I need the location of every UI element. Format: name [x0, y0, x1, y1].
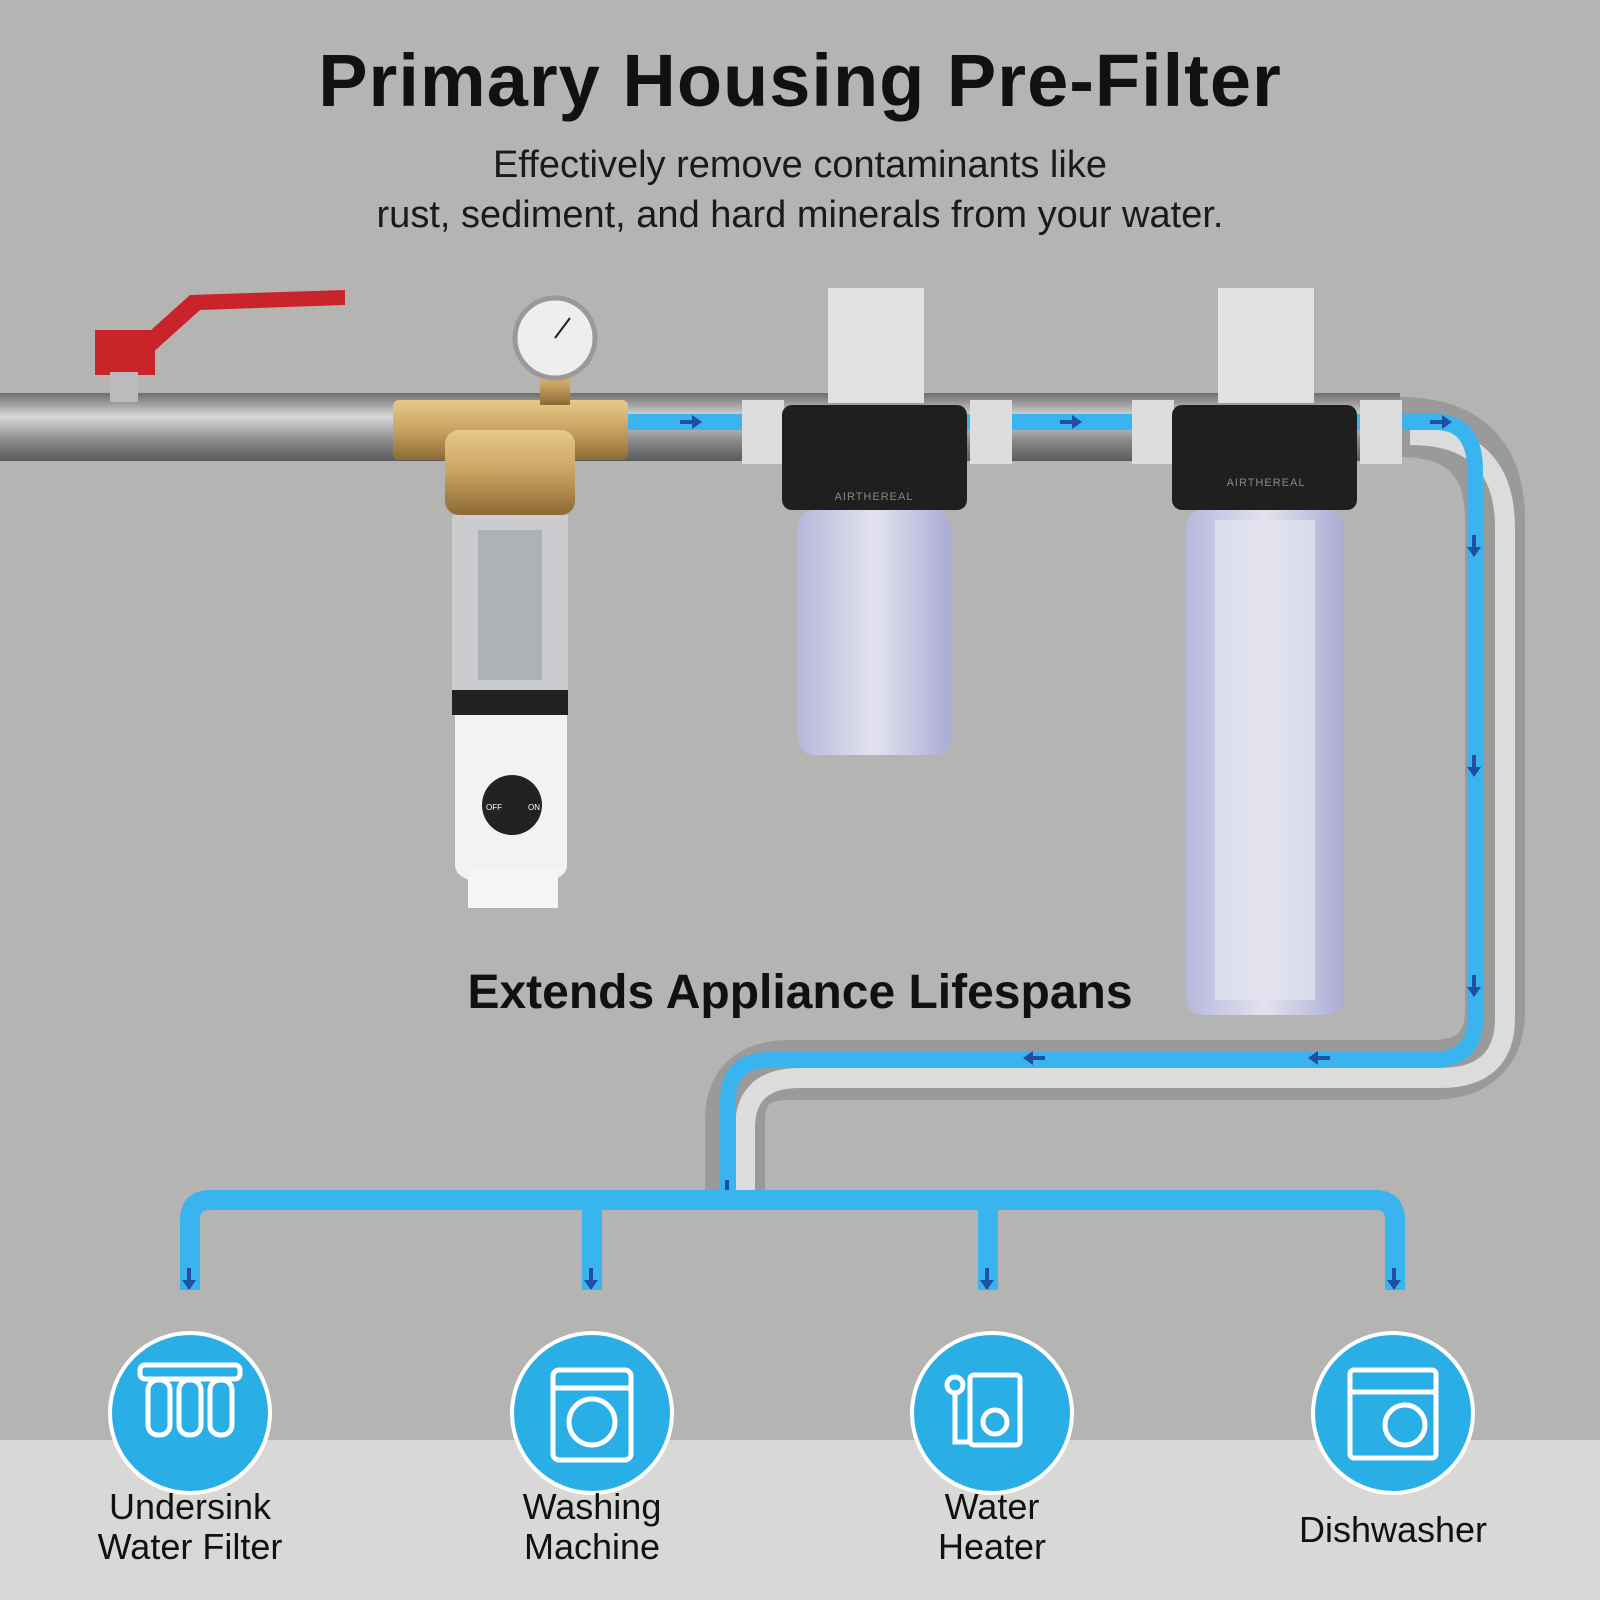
label-line: Water Filter	[97, 1526, 283, 1567]
brand-text: AIRTHEREAL	[835, 491, 914, 503]
spin-down-prefilter: OFF ON	[393, 295, 628, 908]
valve-off-label: OFF	[486, 803, 502, 812]
valve-on-label: ON	[528, 803, 540, 812]
section-heading: Extends Appliance Lifespans	[467, 966, 1133, 1019]
carbon-cartridge	[1215, 520, 1315, 1000]
page-title: Primary Housing Pre-Filter	[318, 39, 1282, 122]
label-line: Water	[944, 1486, 1040, 1527]
dishwasher-icon	[1311, 1331, 1475, 1495]
washing-machine-icon	[510, 1331, 674, 1495]
water-heater-icon	[910, 1331, 1074, 1495]
appliance-label-dishwasher: Dishwasher	[1243, 1510, 1543, 1550]
label-line: Machine	[523, 1526, 661, 1567]
filter-housing-2: AIRTHEREAL	[1132, 288, 1402, 1015]
subtitle-line-2: rust, sediment, and hard minerals from y…	[376, 194, 1224, 236]
filter-housing-1: AIRTHEREAL	[742, 288, 1012, 755]
ball-valve-handle	[95, 290, 345, 402]
label-line: Heater	[937, 1526, 1047, 1567]
water-flow-line	[615, 414, 1483, 1200]
flow-arrows	[680, 415, 1481, 1202]
label-line: Washing	[522, 1486, 662, 1527]
brand-text: AIRTHEREAL	[1227, 477, 1306, 489]
flush-valve-knob	[482, 775, 542, 835]
undersink-filter-icon	[108, 1331, 272, 1495]
subtitle: Effectively remove contaminants like rus…	[0, 140, 1600, 240]
label-line: Dishwasher	[1298, 1509, 1488, 1550]
label-line: Undersink	[108, 1486, 272, 1527]
subtitle-line-1: Effectively remove contaminants like	[493, 144, 1107, 186]
